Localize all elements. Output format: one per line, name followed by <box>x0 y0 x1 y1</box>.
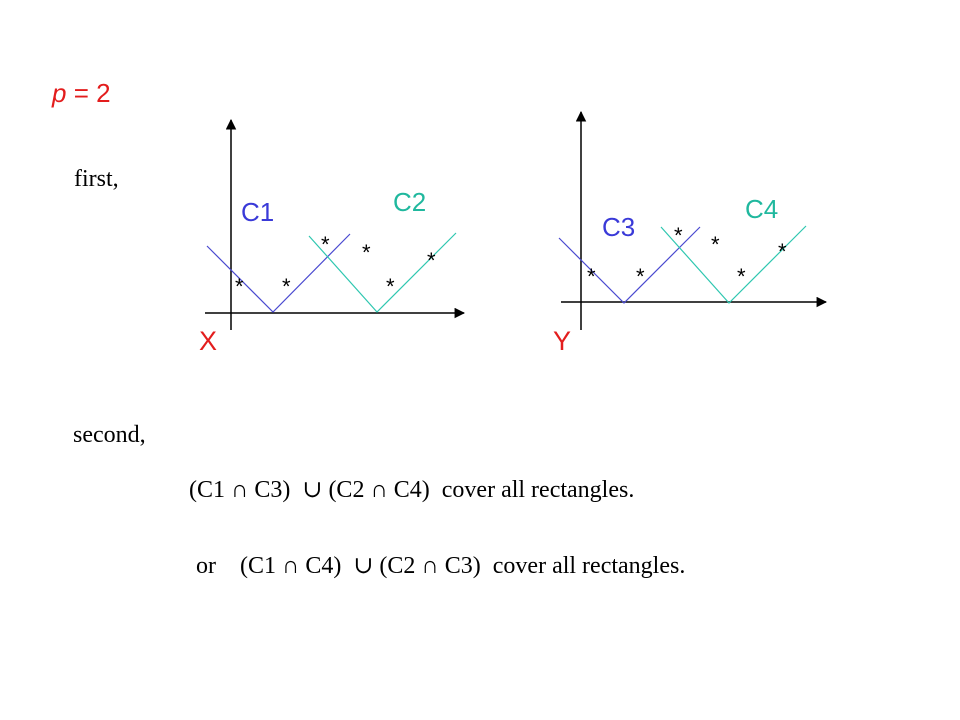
c3-cone <box>558 226 701 304</box>
first-step-label: first, <box>74 166 119 192</box>
sample-point: * <box>321 232 330 257</box>
sample-point: * <box>778 239 787 264</box>
statement-line-2: or (C1 ∩ C4) ∪ (C2 ∩ C3) cover all recta… <box>196 553 686 579</box>
c3-label: C3 <box>602 212 636 242</box>
c4-label: C4 <box>745 194 779 224</box>
sample-point: * <box>674 223 683 248</box>
c1-label: C1 <box>241 197 275 227</box>
sample-point: * <box>235 274 244 299</box>
sample-point: * <box>282 274 291 299</box>
sample-point: * <box>386 274 395 299</box>
statement-line-1: (C1 ∩ C3) ∪ (C2 ∩ C4) cover all rectangl… <box>189 477 635 503</box>
x-axis-label: X <box>199 326 218 356</box>
y-axis-label: Y <box>553 326 572 356</box>
sample-point: * <box>636 264 645 289</box>
sample-point: * <box>737 264 746 289</box>
second-step-label: second, <box>73 422 146 448</box>
p-equals-label: p = 2 <box>52 78 111 108</box>
c2-label: C2 <box>393 187 427 217</box>
sample-point: * <box>427 248 436 273</box>
c1-cone <box>206 233 351 313</box>
c4-cone <box>660 225 807 304</box>
sample-point: * <box>587 264 596 289</box>
sample-point: * <box>711 232 720 257</box>
sample-point: * <box>362 240 371 265</box>
c2-cone <box>308 232 457 313</box>
